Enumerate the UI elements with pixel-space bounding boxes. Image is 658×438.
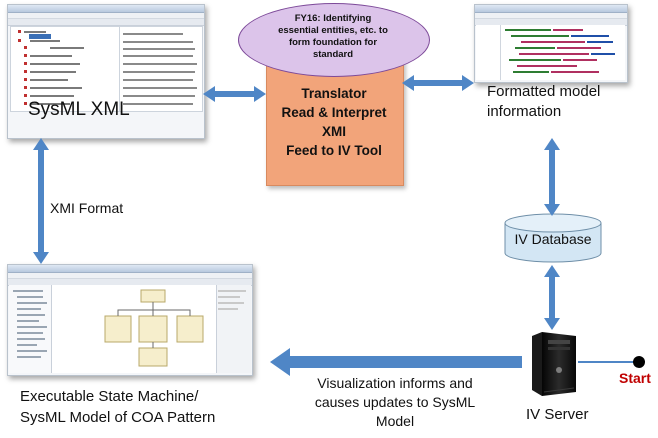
arrow-formatted-database bbox=[544, 138, 560, 216]
translator-title: Translator bbox=[301, 86, 367, 101]
formatted-code-lines bbox=[505, 29, 615, 73]
start-label: Start bbox=[619, 370, 651, 386]
visualization-line-1: Visualization informs and bbox=[317, 375, 473, 391]
translator-line-3: XMI bbox=[321, 124, 346, 139]
state-machine-line-2: SysML Model of COA Pattern bbox=[20, 409, 216, 426]
translator-box bbox=[266, 58, 404, 186]
visualization-label: Visualization informs and causes updates… bbox=[286, 374, 504, 431]
iv-database-label: IV Database bbox=[514, 231, 592, 247]
fy16-line-3: form foundation for bbox=[288, 37, 378, 48]
database-icon bbox=[504, 213, 602, 263]
iv-server-label: IV Server bbox=[526, 406, 589, 423]
fy16-line-4: standard bbox=[312, 49, 354, 60]
translator-line-2: Read & Interpret bbox=[281, 105, 387, 120]
visualization-line-2: causes updates to SysML bbox=[314, 394, 476, 410]
state-machine-label: Executable State Machine/ SysML Model of… bbox=[20, 386, 215, 428]
state-machine-diagram bbox=[13, 289, 246, 367]
formatted-label: Formatted model information bbox=[487, 82, 600, 122]
translator-text: Translator Read & Interpret XMI Feed to … bbox=[266, 84, 402, 160]
arrow-xmi-format bbox=[33, 138, 49, 264]
formatted-line-2: information bbox=[487, 103, 562, 120]
fy16-text: FY16: Identifying essential entities, et… bbox=[238, 13, 428, 61]
state-machine-line-1: Executable State Machine/ bbox=[20, 388, 199, 405]
fy16-line-2: essential entities, etc. to bbox=[278, 25, 388, 36]
state-machine-screenshot bbox=[7, 264, 253, 376]
fy16-ellipse bbox=[238, 3, 430, 77]
arrow-database-server bbox=[544, 265, 560, 330]
formatted-model-screenshot bbox=[474, 4, 628, 83]
visualization-line-3: Model bbox=[375, 413, 415, 429]
xml-tree-lines bbox=[18, 30, 197, 105]
server-icon bbox=[532, 332, 576, 396]
translator-line-4: Feed to IV Tool bbox=[286, 143, 382, 158]
formatted-line-1: Formatted model bbox=[487, 83, 601, 100]
arrow-sysml-translator bbox=[203, 86, 266, 102]
fy16-line-1: FY16: Identifying bbox=[294, 13, 372, 24]
sysml-xml-label: SysML XML bbox=[28, 99, 130, 120]
sysml-xml-screenshot bbox=[7, 4, 205, 139]
start-dot-icon bbox=[578, 356, 645, 368]
xmi-format-label: XMI Format bbox=[50, 200, 124, 216]
arrow-server-visualization bbox=[270, 348, 522, 376]
arrow-translator-formatted bbox=[402, 75, 474, 91]
